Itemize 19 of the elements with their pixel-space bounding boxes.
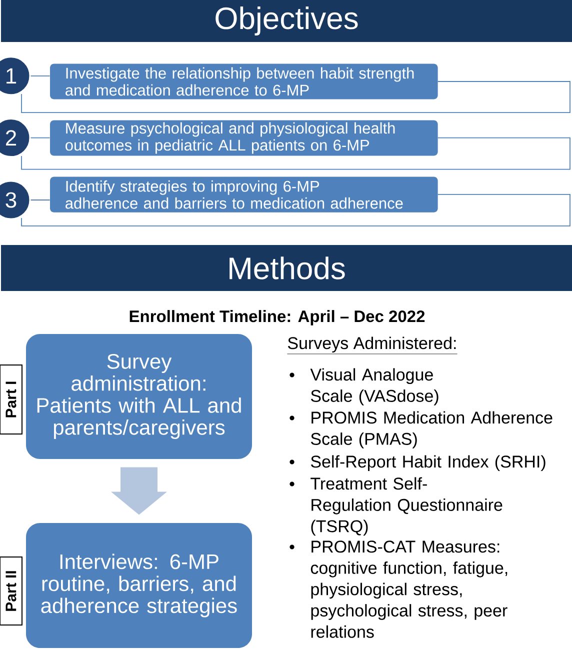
- connector-line: [30, 75, 50, 76]
- list-item: PROMIS-CAT Measures: cognitive function, fatigue, physiological stress, psychological stress, peer relations: [310, 540, 508, 638]
- part-tag: Part I: [0, 364, 22, 434]
- objective-box: Measure psychological and physiological health outcomes in pediatric ALL patients on 6-MP: [50, 120, 438, 156]
- list-item: Treatment Self-Regulation Questionnaire (TSRQ): [310, 477, 502, 536]
- timeline-heading: Enrollment Timeline: April – Dec 2022: [130, 310, 425, 326]
- connector-line: [30, 137, 50, 138]
- process-box: Survey administration: Patients with ALL and parents/caregivers: [26, 334, 252, 459]
- list-item: PROMIS Medication Adherence Scale (PMAS): [310, 411, 552, 448]
- list-item: Visual Analogue Scale (VASdose): [310, 368, 438, 406]
- section-header: Objectives: [1, 0, 572, 42]
- list-heading: Surveys Administered:: [287, 336, 458, 354]
- block-arrow: [111, 467, 167, 515]
- part-tag: Part II: [0, 556, 22, 626]
- list-item: Self-Report Habit Index (SRHI): [310, 455, 546, 472]
- section-header: Methods: [1, 245, 572, 291]
- process-box: Interviews: 6-MP routine, barriers, and adherence strategies: [26, 523, 252, 648]
- objective-box: Investigate the relationship between habit strength and medication adherence to 6-MP: [50, 64, 438, 100]
- objective-box: Identify strategies to improving 6-MP adherence and barriers to medication adherence: [50, 176, 438, 212]
